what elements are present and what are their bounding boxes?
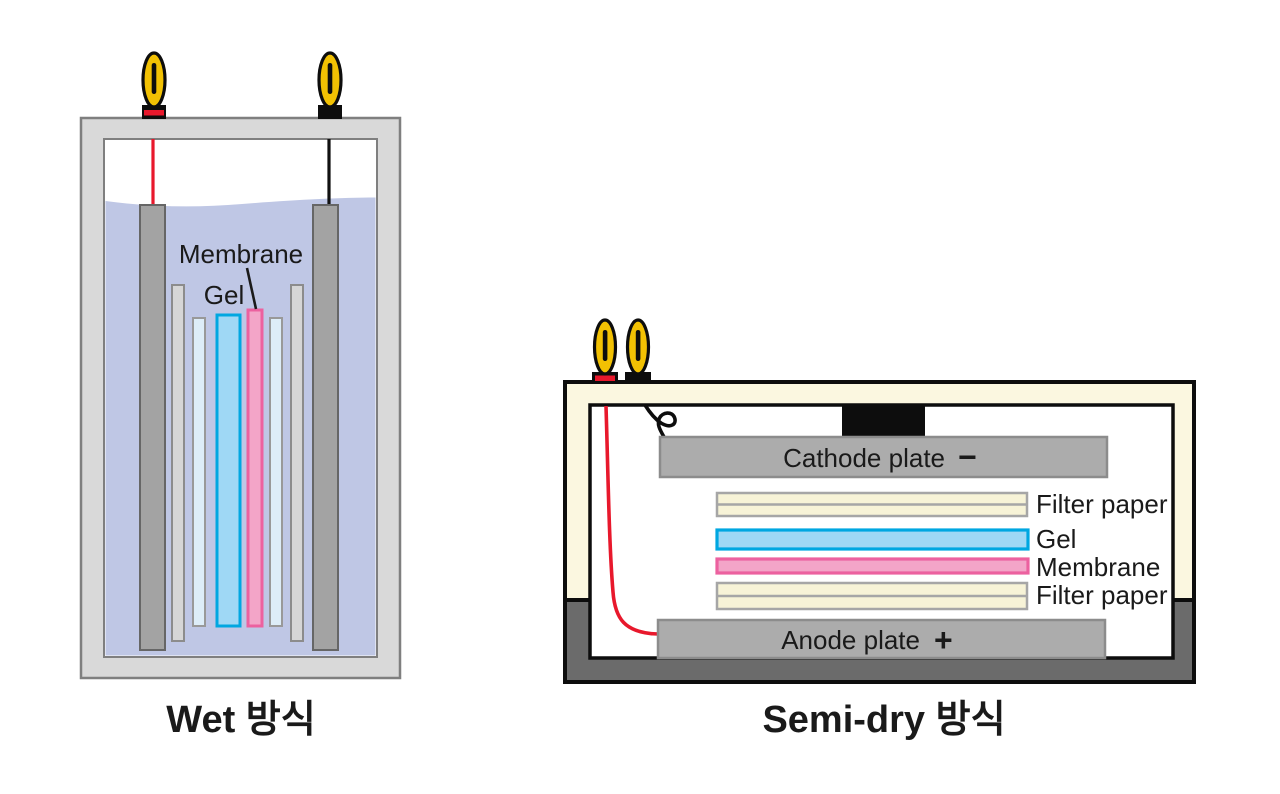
semi-dry-caption: Semi-dry 방식 <box>762 699 1005 741</box>
wet-left-banana-plug-icon <box>141 51 167 119</box>
bottom-filter-paper-label: Filter paper <box>1036 580 1168 610</box>
cathode-minus-sign: − <box>958 439 977 475</box>
plug-base <box>625 372 651 384</box>
wet-gel <box>215 313 242 628</box>
cathode-plate-label: Cathode plate <box>783 443 945 473</box>
plug-red-band <box>144 110 164 116</box>
semi-dry-left-banana-plug-icon <box>592 318 618 384</box>
anode-plus-sign: + <box>934 622 953 658</box>
plug-slit <box>327 63 333 94</box>
wet-left-filter-paper <box>192 317 206 627</box>
plug-red-band <box>595 375 615 381</box>
plug-slit <box>635 330 641 361</box>
membrane-label: Membrane <box>1036 552 1160 582</box>
wet-left-sponge <box>171 284 185 642</box>
wet-left-electrode-plate <box>139 204 166 651</box>
wet-right-electrode-plate <box>312 204 339 651</box>
cathode-connector-block <box>842 405 925 438</box>
plug-slit <box>602 330 608 361</box>
semi-dry-gel <box>715 528 1030 551</box>
wet-apparatus: Membrane Gel Wet 방식 <box>79 51 402 741</box>
anode-plate-label: Anode plate <box>781 625 920 655</box>
wet-right-banana-plug-icon <box>317 51 343 119</box>
wet-right-filter-paper <box>269 317 283 627</box>
membrane-pointer-line <box>245 267 258 310</box>
wet-caption: Wet 방식 <box>166 699 315 741</box>
wet-gel-label: Gel <box>204 280 244 310</box>
gel-label: Gel <box>1036 524 1076 554</box>
anode-plate <box>656 618 1107 660</box>
plug-slit <box>151 63 157 94</box>
wet-membrane-label: Membrane <box>179 239 303 269</box>
semi-dry-apparatus: Cathode plate − Anode plate + Filter pap… <box>563 318 1196 741</box>
semi-dry-membrane <box>715 557 1030 575</box>
top-filter-paper-label: Filter paper <box>1036 489 1168 519</box>
wet-membrane <box>246 308 264 628</box>
plug-base <box>318 105 342 119</box>
wet-right-sponge <box>290 284 304 642</box>
semi-dry-red-wire <box>604 405 659 636</box>
semi-dry-black-wire <box>643 404 677 438</box>
cathode-plate <box>658 435 1109 479</box>
semi-dry-right-banana-plug-icon <box>625 318 651 384</box>
